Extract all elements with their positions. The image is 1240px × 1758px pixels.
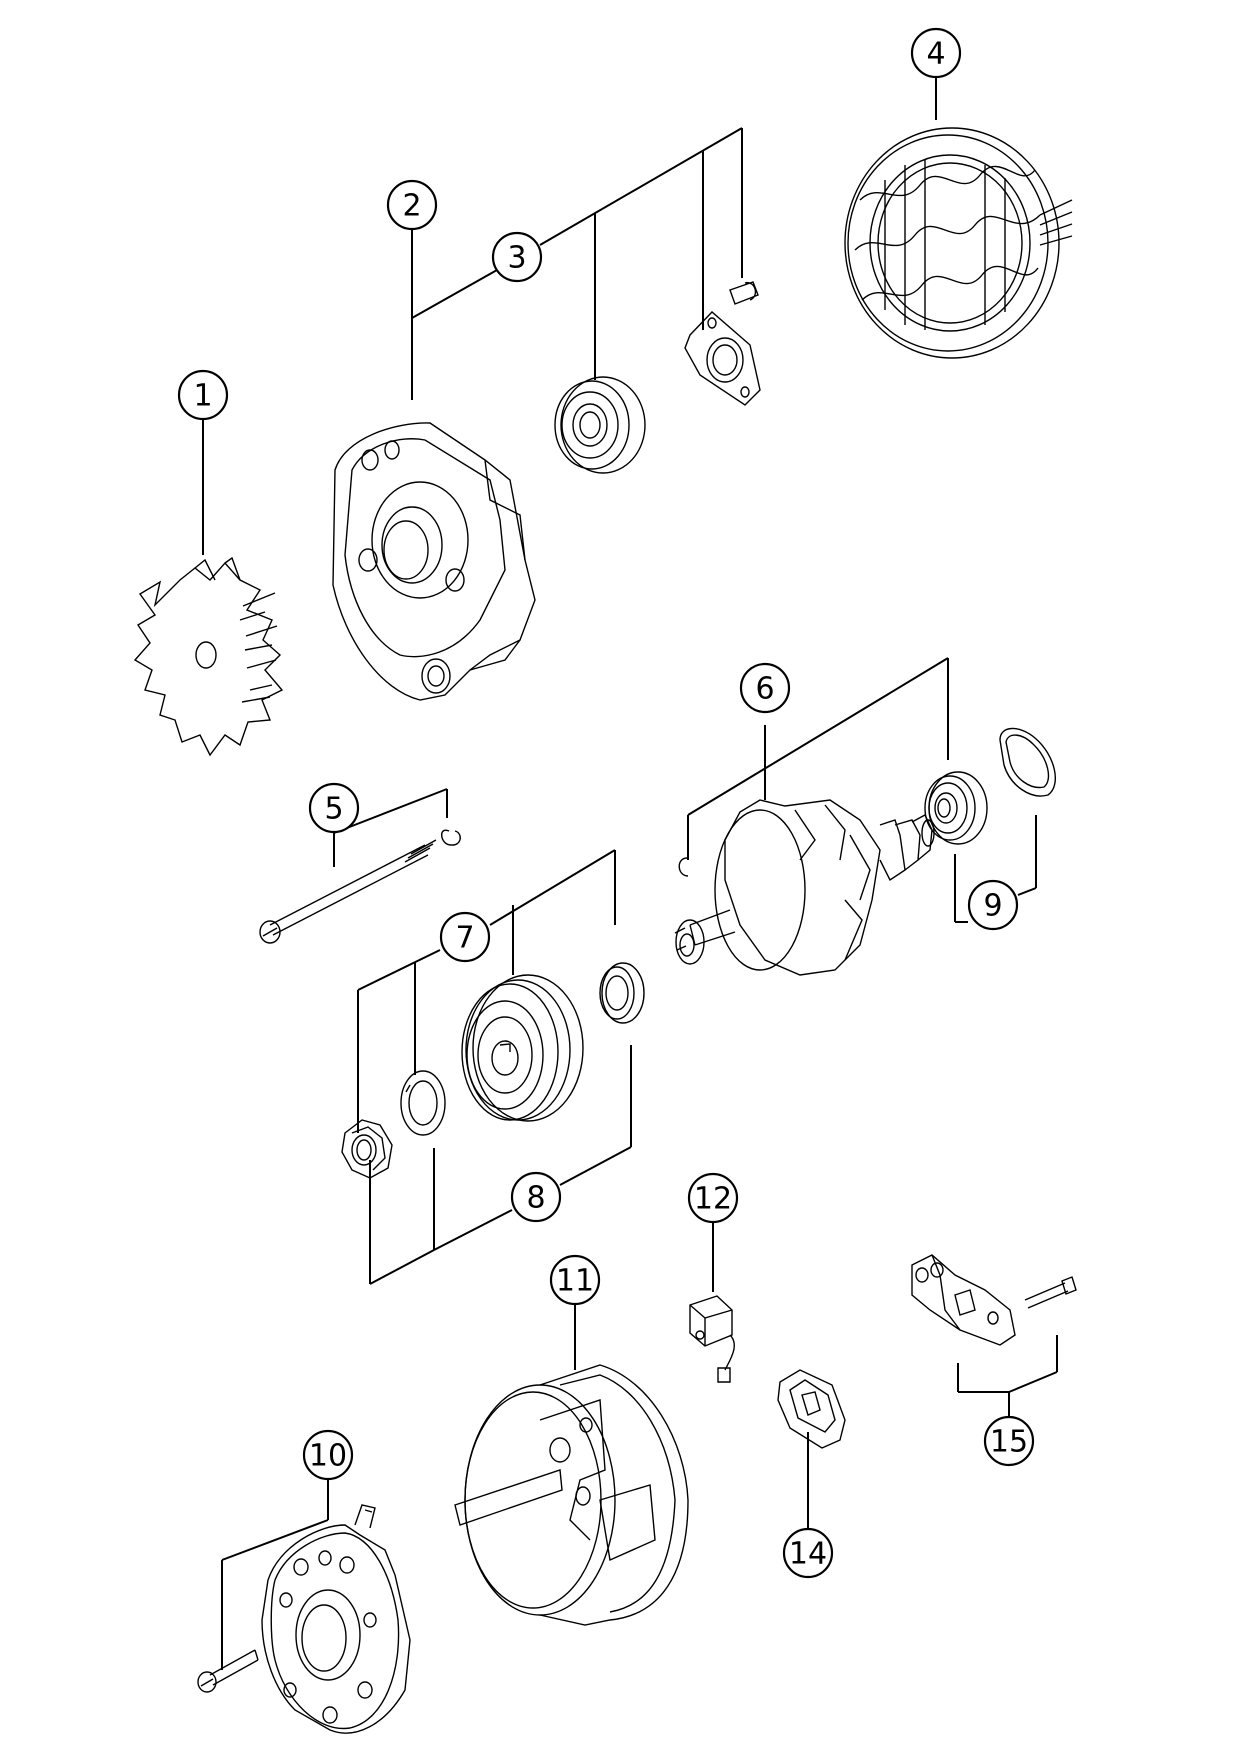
balloon-1: 1	[177, 369, 229, 421]
balloon-4: 4	[910, 27, 962, 79]
stator-icon	[844, 127, 1073, 359]
lock-washer-icon	[400, 1070, 446, 1136]
balloon-15-label: 15	[990, 1425, 1028, 1460]
balloon-14-label: 14	[789, 1537, 827, 1572]
balloon-6-label: 6	[755, 672, 774, 707]
brush-cover-icon	[777, 1369, 846, 1449]
balloon-12-label: 12	[694, 1182, 732, 1217]
balloon-9-label: 9	[983, 889, 1002, 924]
slip-ring-end-housing-icon	[454, 1364, 689, 1626]
balloon-3: 3	[491, 231, 543, 283]
spacer-ring-icon	[599, 962, 645, 1024]
balloon-12: 12	[687, 1172, 739, 1224]
balloon-2-label: 2	[402, 189, 421, 224]
rotor-icon	[674, 799, 935, 976]
rectifier-icon	[197, 1504, 411, 1734]
circlip-icon	[441, 829, 461, 846]
balloon-5-label: 5	[324, 792, 343, 827]
balloon-7: 7	[439, 911, 491, 963]
seal-ring-icon	[999, 727, 1056, 797]
balloon-10-label: 10	[309, 1439, 347, 1474]
balloon-11-label: 11	[556, 1264, 594, 1299]
through-bolt-icon	[259, 839, 437, 944]
leader-lines	[202, 78, 1058, 1670]
balloon-5: 5	[308, 782, 360, 834]
rotor-bearing-icon	[924, 771, 988, 845]
balloon-9: 9	[967, 879, 1019, 931]
balloon-3-label: 3	[507, 241, 526, 276]
balloon-2: 2	[386, 179, 438, 231]
suppression-capacitor-icon	[689, 1295, 735, 1383]
balloon-7-label: 7	[455, 921, 474, 956]
ball-bearing-icon	[554, 376, 646, 474]
pulley-icon	[461, 974, 584, 1122]
bearing-plate-icon	[684, 281, 761, 406]
balloon-10: 10	[302, 1429, 354, 1481]
balloon-1-label: 1	[193, 379, 212, 414]
balloon-4-label: 4	[926, 37, 945, 72]
balloon-14: 14	[782, 1527, 834, 1579]
hex-nut-icon	[341, 1119, 393, 1179]
drive-end-housing-icon	[332, 422, 536, 701]
fan-icon	[133, 556, 284, 757]
balloon-8-label: 8	[526, 1181, 545, 1216]
voltage-regulator-icon	[911, 1254, 1077, 1346]
balloon-15: 15	[983, 1415, 1035, 1467]
balloon-11: 11	[549, 1254, 601, 1306]
balloon-8: 8	[510, 1171, 562, 1223]
balloon-6: 6	[739, 662, 791, 714]
